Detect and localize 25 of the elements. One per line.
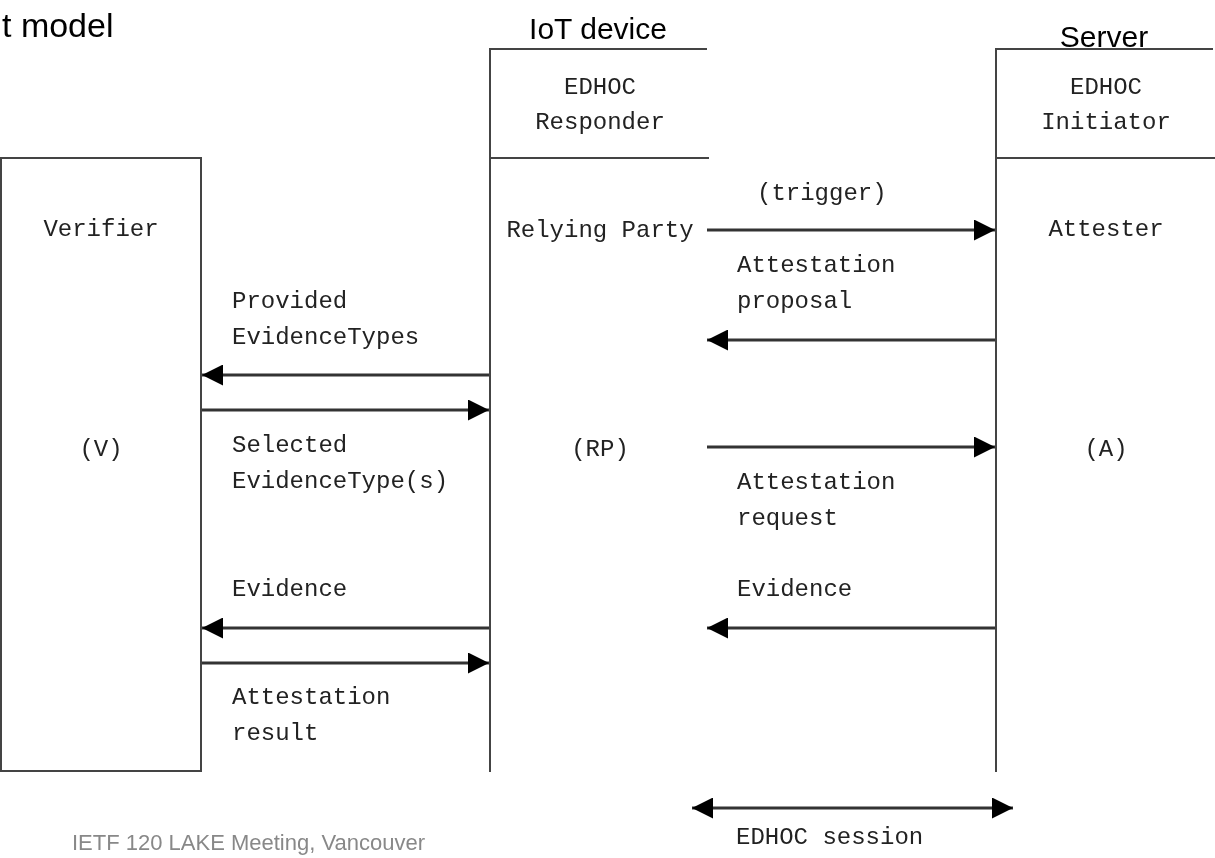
- message-arrow: [202, 652, 489, 674]
- footer-note: IETF 120 LAKE Meeting, Vancouver: [72, 830, 425, 856]
- role-name: Attester: [1047, 215, 1165, 245]
- role-name: Relying Party: [505, 216, 695, 246]
- span-label: EDHOC session: [736, 824, 924, 851]
- column-heading: IoT device: [528, 12, 668, 46]
- message-arrow: [202, 364, 489, 386]
- message-arrow: [707, 617, 995, 639]
- header-cell: [491, 50, 709, 159]
- message-arrow: [707, 436, 995, 458]
- message-arrow: [707, 219, 995, 241]
- role-name: Verifier: [42, 215, 160, 245]
- role-box: [997, 159, 1215, 774]
- role-box: [0, 157, 202, 772]
- column-heading: Server: [1058, 20, 1150, 54]
- header-cell: [997, 50, 1215, 159]
- message-arrow: [202, 399, 489, 421]
- message-arrow: [707, 329, 995, 351]
- role-name: EDHOC Initiator: [1040, 73, 1172, 138]
- slide-title: t model: [2, 6, 114, 45]
- role-abbreviation: (A): [1083, 435, 1129, 465]
- message-arrow: [202, 617, 489, 639]
- role-abbreviation: (RP): [570, 435, 630, 465]
- role-name: EDHOC Responder: [534, 73, 666, 138]
- role-abbreviation: (V): [78, 435, 124, 465]
